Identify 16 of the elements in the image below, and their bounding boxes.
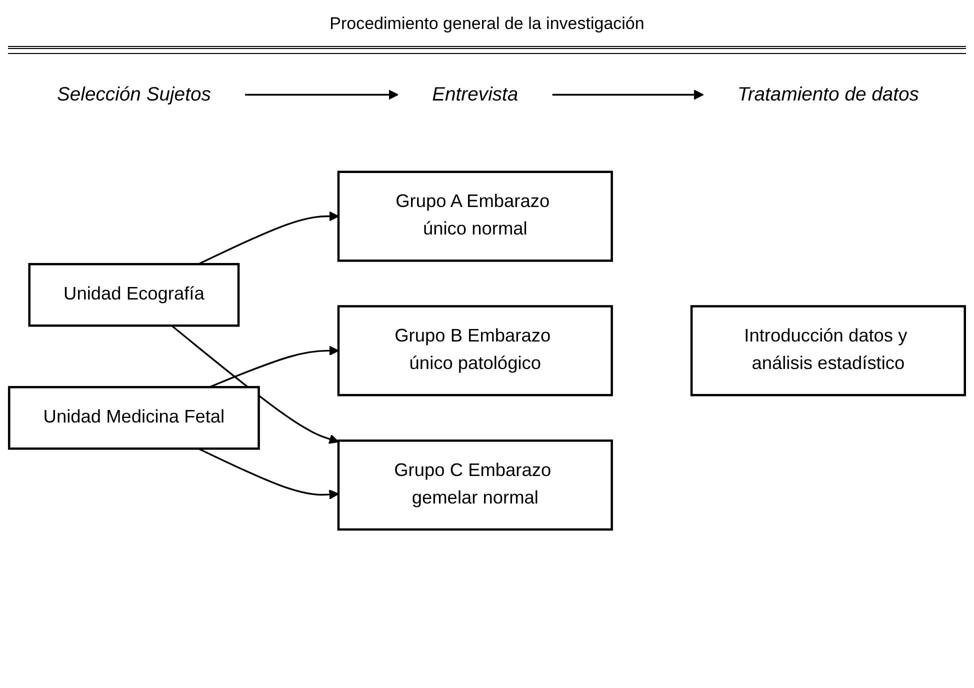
arrow	[245, 90, 398, 100]
diagram-title: Procedimiento general de la investigación	[328, 13, 646, 35]
node-box: Grupo B Embarazo único patológico	[337, 305, 613, 396]
arrow	[171, 324, 339, 444]
node-box: Unidad Medicina Fetal	[8, 386, 260, 450]
arrow	[208, 346, 339, 388]
node-text: Selección Sujetos	[56, 84, 211, 106]
arrow	[552, 90, 704, 100]
node-text: Entrevista	[432, 84, 518, 106]
node-box: Introducción datos y análisis estadístico	[690, 305, 966, 396]
node-text: Tratamiento de datos	[737, 84, 919, 106]
arrow	[198, 448, 339, 500]
arrow	[198, 211, 339, 265]
node-box: Grupo C Embarazo gemelar normal	[337, 440, 613, 531]
node-box: Unidad Ecografía	[28, 262, 240, 327]
node-box: Grupo A Embarazo único normal	[337, 170, 613, 262]
